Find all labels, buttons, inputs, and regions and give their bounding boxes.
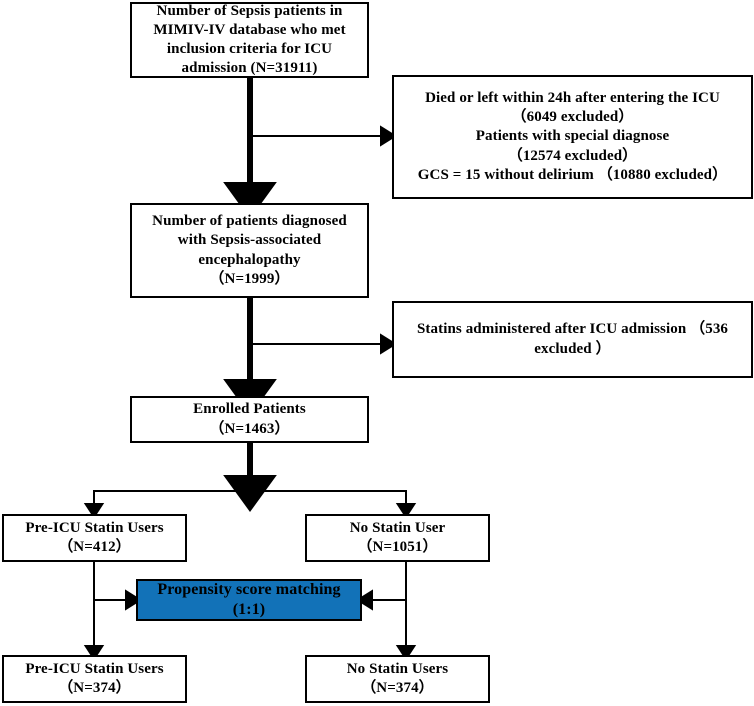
node-exclusion-first-line-4: （12574 excluded） bbox=[507, 147, 638, 164]
node-sae-line-3: encephalopathy bbox=[198, 251, 301, 268]
node-psm-line-2: (1:1) bbox=[232, 601, 266, 618]
node-no-statin-users-matched: No Statin Users （N=374） bbox=[305, 655, 490, 703]
node-screened-line-2: MIMIV-IV database who met bbox=[153, 21, 346, 38]
node-preicu-line-2: （N=412） bbox=[58, 539, 131, 555]
node-exclusion-first-line-2: （6049 excluded） bbox=[511, 109, 634, 126]
node-sepsis-associated-encephalopathy: Number of patients diagnosed with Sepsis… bbox=[130, 203, 369, 298]
node-enrolled-line-1: Enrolled Patients bbox=[193, 401, 306, 418]
node-nostatin-matched-line-1: No Statin Users bbox=[346, 660, 449, 677]
node-screened-population: Number of Sepsis patients in MIMIV-IV da… bbox=[130, 2, 369, 78]
node-pre-icu-statin-users-matched: Pre-ICU Statin Users （N=374） bbox=[2, 655, 187, 703]
node-no-statin-user: No Statin User （N=1051） bbox=[305, 514, 490, 562]
node-exclusion-statins-line-2: excluded ） bbox=[534, 340, 611, 357]
node-preicu-matched-line-2: （N=374） bbox=[58, 680, 131, 696]
node-preicu-line-1: Pre-ICU Statin Users bbox=[25, 519, 164, 536]
node-propensity-score-matching: Propensity score matching (1:1) bbox=[136, 579, 362, 621]
node-exclusion-first-line-1: Died or left within 24h after entering t… bbox=[425, 90, 720, 107]
node-exclusion-first-line-5: GCS = 15 without delirium （10880 exclude… bbox=[417, 166, 728, 183]
node-enrolled-patients: Enrolled Patients （N=1463） bbox=[130, 396, 369, 443]
node-preicu-matched-line-1: Pre-ICU Statin Users bbox=[25, 660, 164, 677]
node-sae-line-2: with Sepsis-associated bbox=[177, 232, 322, 249]
node-pre-icu-statin-users: Pre-ICU Statin Users （N=412） bbox=[2, 514, 187, 562]
node-exclusion-criteria-first: Died or left within 24h after entering t… bbox=[392, 75, 753, 199]
node-screened-line-1: Number of Sepsis patients in bbox=[156, 2, 343, 19]
node-nostatin-matched-line-2: （N=374） bbox=[361, 680, 434, 696]
node-screened-line-3: inclusion criteria for ICU bbox=[166, 41, 333, 57]
node-nostatin-line-1: No Statin User bbox=[349, 519, 446, 536]
node-enrolled-line-2: （N=1463） bbox=[209, 420, 290, 437]
node-exclusion-first-line-3: Patients with special diagnose bbox=[475, 128, 670, 145]
node-nostatin-line-2: （N=1051） bbox=[357, 539, 438, 555]
node-psm-line-1: Propensity score matching bbox=[157, 580, 341, 598]
node-sae-line-1: Number of patients diagnosed bbox=[152, 213, 347, 230]
node-sae-line-4: （N=1999） bbox=[209, 270, 290, 287]
node-screened-line-4: admission (N=31911) bbox=[181, 60, 318, 77]
node-exclusion-statins-line-1: Statins administered after ICU admission… bbox=[416, 321, 729, 338]
node-exclusion-statins-after-icu: Statins administered after ICU admission… bbox=[392, 301, 753, 378]
